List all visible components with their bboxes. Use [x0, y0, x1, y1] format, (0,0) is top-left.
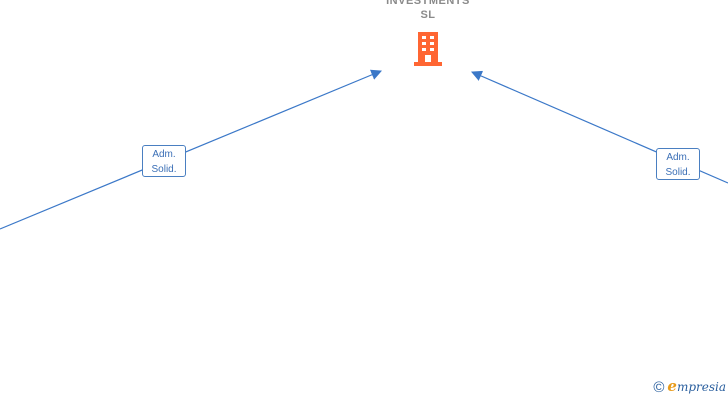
role-label-line-1: Adm. [666, 152, 690, 163]
role-badge-left[interactable]: Adm. Solid. [142, 145, 186, 177]
brand-name: mpresia [676, 380, 726, 394]
copyright-symbol: © [653, 379, 665, 396]
company-name: INVESTMENTS SL [360, 0, 496, 22]
company-name-line-1: INVESTMENTS [386, 0, 470, 7]
brand-initial: e [667, 377, 677, 395]
role-badge-right[interactable]: Adm. Solid. [656, 148, 700, 180]
role-label-line-2: Solid. [665, 167, 691, 178]
company-name-line-2: SL [420, 9, 436, 21]
edge-line-left [0, 69, 382, 230]
role-label-line-1: Adm. [152, 149, 176, 160]
empresia-watermark: ©empresia [653, 377, 726, 396]
building-icon[interactable] [412, 32, 444, 66]
role-label-line-2: Solid. [151, 164, 177, 175]
